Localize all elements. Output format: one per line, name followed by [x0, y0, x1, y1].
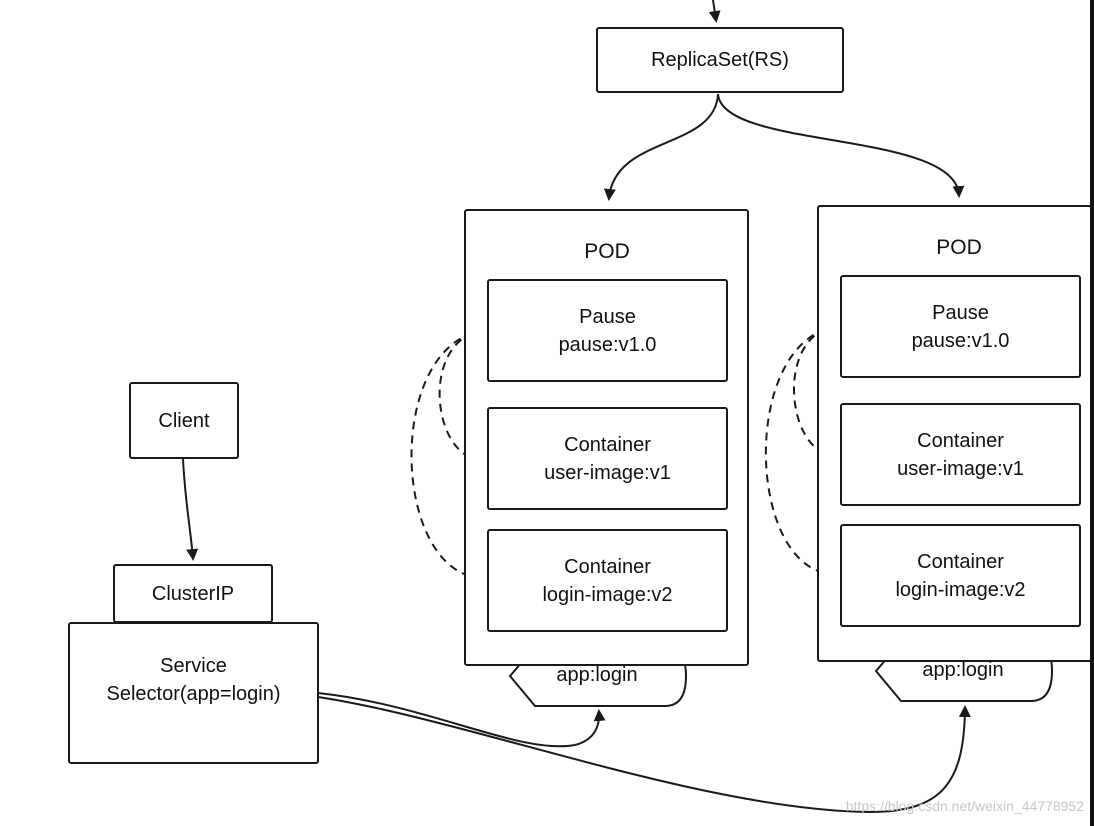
pod2-label-text: app:login: [922, 659, 1004, 681]
pod1-label-text: app:login: [556, 664, 638, 686]
pod2-container2-name: Container: [917, 550, 1004, 573]
pod1-pause-image: pause:v1.0: [558, 333, 657, 356]
dashed-arrow-pod2-pause-to-container1: [793, 325, 841, 460]
arrow-into-replicaset: [708, 0, 721, 23]
pod2-container1-name: Container: [917, 429, 1004, 452]
pod2-container2-image: login-image:v2: [895, 578, 1026, 601]
arrow-client-to-clusterip: [182, 458, 199, 561]
pod2-container1-box: Container user-image:v1: [840, 403, 1081, 506]
dashed-arrow-pod1-pause-to-container2: [410, 329, 488, 584]
pod2-pause-name: Pause: [932, 301, 989, 324]
pod1-container1-box: Container user-image:v1: [487, 407, 728, 510]
watermark-text: https://blog.csdn.net/weixin_44778952: [845, 798, 1084, 814]
client-box: Client: [129, 382, 239, 459]
service-box: Service Selector(app=login): [68, 622, 319, 764]
client-label: Client: [158, 409, 210, 432]
pod2-container2-box: Container login-image:v2: [840, 524, 1081, 627]
pod1-container2-name: Container: [564, 555, 651, 578]
replicaset-label: ReplicaSet(RS): [651, 49, 789, 71]
pod1-container2-image: login-image:v2: [542, 583, 673, 606]
service-selector: Selector(app=login): [106, 683, 281, 705]
clusterip-box: ClusterIP: [113, 564, 273, 623]
pod1-container1-image: user-image:v1: [544, 461, 671, 484]
right-edge-bar: [1090, 0, 1094, 826]
arrow-rs-to-pod2: [717, 93, 965, 198]
arrow-service-to-pod1-label: [317, 692, 606, 748]
pod1-title: POD: [584, 240, 630, 263]
arrow-service-to-pod2-label: [317, 696, 971, 814]
pod1-pause-box: Pause pause:v1.0: [487, 279, 728, 382]
pod2-container1-image: user-image:v1: [897, 457, 1024, 480]
arrow-rs-to-pod1: [603, 93, 719, 201]
dashed-arrow-pod1-pause-to-container1: [438, 329, 488, 466]
dashed-arrow-pod2-pause-to-container2: [764, 325, 841, 580]
replicaset-box: ReplicaSet(RS): [596, 27, 844, 93]
pod2-pause-box: Pause pause:v1.0: [840, 275, 1081, 378]
pod1-container2-box: Container login-image:v2: [487, 529, 728, 632]
pod2-pause-image: pause:v1.0: [911, 329, 1010, 352]
pod1-container1-name: Container: [564, 433, 651, 456]
clusterip-label: ClusterIP: [151, 582, 235, 605]
service-name: Service: [160, 655, 227, 677]
pod2-title: POD: [936, 236, 982, 259]
pod1-pause-name: Pause: [579, 305, 636, 328]
